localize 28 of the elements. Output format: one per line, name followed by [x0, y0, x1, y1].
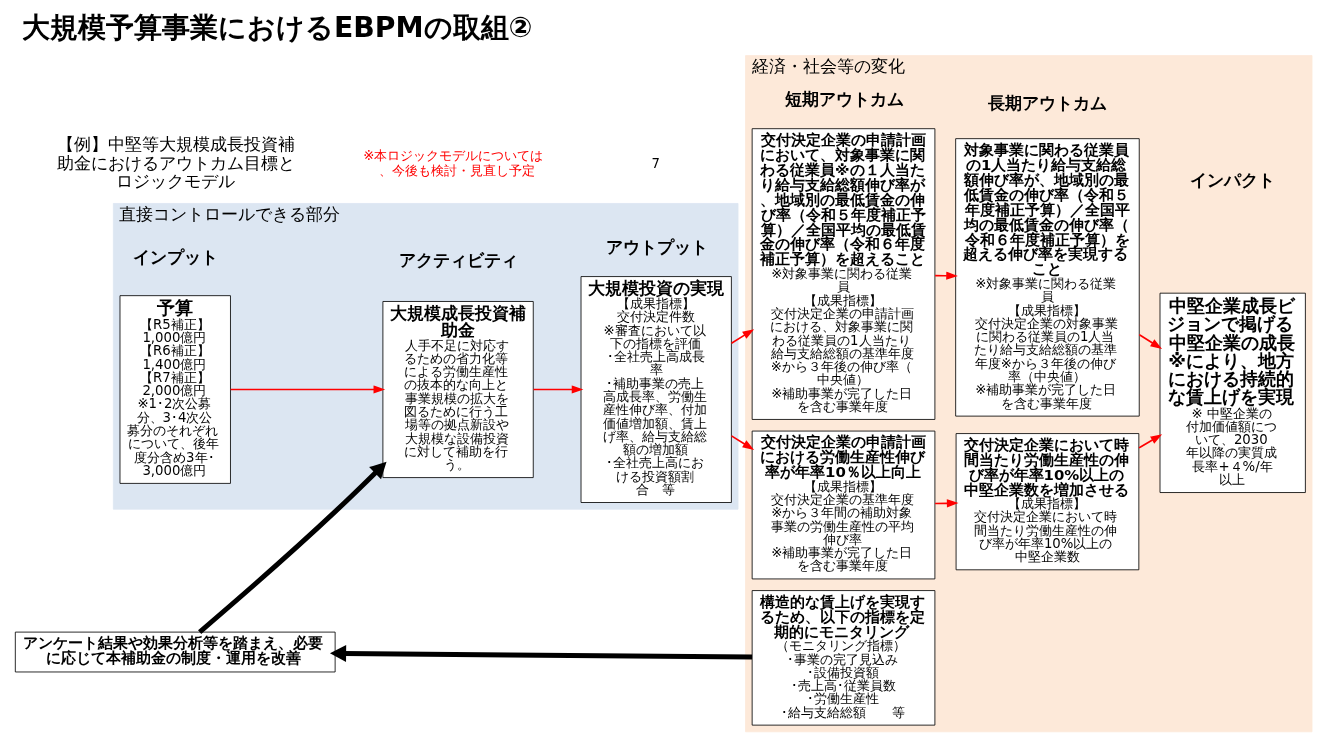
arrow [198, 461, 387, 634]
node-box: 中堅企業成長ビジョンで掲げる中堅企業の成長※により、地方における持続的な賃上げを実現 ※ 中堅企業の付加価値額について、2030年以降の実質成長率+４%/年以上 [1159, 292, 1306, 493]
node-box: 大規模投資の実現 【成果指標】 交付決定件数 ※審査において以下の指標を評価 ･全社売上高成長率 ･補助事業の売上高成長率、労働生産性伸び率、付加価値増加額、賃上げ率、給与支給総額の増加額 ･全社売上高における投資額割合 等 [580, 276, 732, 503]
node-box: 対象事業に関わる従業員の1人当たり給与支給総額伸び率が、地域別の最低賃金の伸び率（令和５年度補正予算）／全国平均の最低賃金の伸び率（令和６年度補正予算）を超える伸び率を実現すること ※対象事業に関わる従業員 【成果指標】 交付決定企業の対象事業に関わる従業員の1人当たり給与支給総額の基準年度※から３年後の伸び率（中央値） ※補助事業が完了した日を含む事業年度 [955, 138, 1140, 417]
label: アウトプット [605, 238, 708, 258]
label: ※本ロジックモデルについては、今後も検討・見直し予定 [363, 148, 544, 179]
arrow [730, 329, 755, 345]
label: 長期アウトカム [988, 93, 1108, 113]
arrow [1138, 333, 1163, 349]
node-box: 大規模成長投資補助金 人手不足に対応するための省力化等による労働生産性の抜本的な向上と事業規模の拡大を図るために行う工場等の拠点新設や大規模な設備投資に対して補助を行う。 [382, 301, 534, 478]
label: 短期アウトカム [784, 90, 904, 110]
node-box: 交付決定企業の申請計画における労働生産性伸び率が年率10％以上向上 【成果指標】 交付決定企業の基準年度※から３年間の補助対象事業の労働生産性の平均伸び率 ※補助事業が完了した日を含む事業年度 [751, 430, 936, 580]
arrow [730, 435, 755, 450]
node-box: アンケート結果や効果分析等を踏まえ、必要に応じて本補助金の制度・運用を改善 [14, 631, 336, 673]
label: インプット [132, 248, 218, 268]
arrow [532, 385, 584, 394]
node-box: 予算 【R5補正】 1,000億円 【R6補正】 1,400億円 【R7補正】 2,000億円 ※1･2次公募分、3･4次公募分のそれぞれについて、後年度分含め3年･3,000億円 [119, 295, 231, 484]
label: 7 [651, 155, 661, 171]
arrow [229, 385, 386, 394]
node-box: 交付決定企業の申請計画において、対象事業に関わる従業員※の１人当たり給与支給総額伸び率が、地域別の最低賃金の伸び率（令和５年度補正予算）／全国平均の最低賃金の伸び率（令和６年度補正予算）を超えること ※対象事業に関わる従業員 【成果指標】 交付決定企業の申請計画における、対象事業に関わる従業員の1人当たり給与支給総額の基準年度※から３年後の伸び率（中央値） ※補助事業が完了した日を含む事業年度 [751, 128, 936, 420]
node-box: 構造的な賃上げを実現するため、以下の指標を定期的にモニタリング （モニタリング指標） ･事業の完了見込み ･設備投資額 ･売上高･従業員数 ･労働生産性 ･給与支給総額 等 [751, 590, 936, 726]
label: 【例】中堅等大規模成長投資補助金におけるアウトカム目標とロジックモデル [57, 135, 296, 191]
label: アクティビティ [399, 250, 519, 270]
arrow [329, 645, 753, 662]
node-box: 交付決定企業において時間当たり労働生産性の伸び率が年率10%以上の中堅企業数を増加させる 【成果指標】 交付決定企業において時間当たり労働生産性の伸び率が年率10%以上の中堅企業数 [955, 433, 1140, 571]
arrow [1138, 434, 1163, 449]
label: インパクト [1190, 171, 1276, 191]
diagram-title: 大規模予算事業におけるEBPMの取組② [21, 10, 533, 44]
